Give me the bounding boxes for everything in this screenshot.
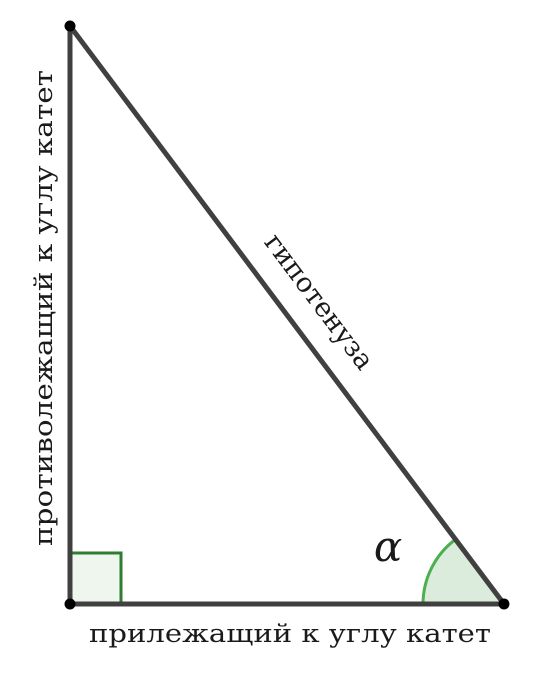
angle-alpha-label: α (374, 522, 402, 571)
angle-alpha-arc (421, 536, 507, 606)
vertex-right-angle (64, 598, 76, 610)
adjacent-leg-label: прилежащий к углу катет (89, 619, 491, 648)
hypotenuse (67, 23, 507, 607)
right-angle-marker (68, 551, 123, 606)
vertex-alpha (498, 598, 510, 610)
opposite-leg-label: противолежащий к углу катет (29, 70, 58, 546)
vertex-top (64, 20, 76, 32)
